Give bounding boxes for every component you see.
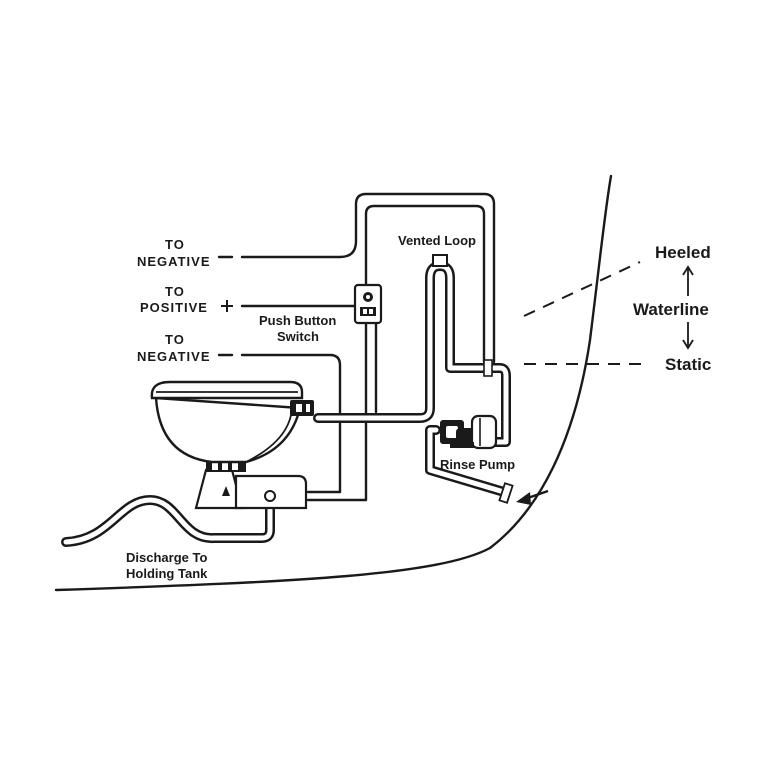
discharge-hose-inner (63, 497, 273, 545)
push-button-label-line1: Push Button (259, 313, 336, 328)
push-button-label-line2: Switch (277, 329, 319, 344)
arrow-up-icon (682, 265, 694, 296)
waterline-label: Waterline (633, 300, 709, 319)
wire-negative-top-inner (364, 204, 486, 364)
plus-icon (221, 300, 233, 312)
to-negative-top-label-line2: NEGATIVE (137, 254, 211, 269)
wire-negative-bottom (240, 353, 342, 494)
to-negative-bottom-label-line2: NEGATIVE (137, 349, 211, 364)
discharge-label-line1: Discharge To (126, 550, 207, 565)
marine-toilet-icon (150, 380, 314, 510)
to-positive-label-line2: POSITIVE (140, 300, 208, 315)
wire-switch-to-toilet (306, 320, 368, 502)
to-positive-label-line1: TO (165, 284, 185, 299)
rinse-pump-label: Rinse Pump (440, 457, 515, 472)
discharge-label-line2: Holding Tank (126, 566, 208, 581)
arrow-down-icon (682, 322, 694, 350)
thru-hull-fitting (498, 482, 514, 504)
heeled-label: Heeled (655, 243, 711, 262)
intake-pipe-inner (427, 427, 507, 495)
to-negative-bottom-label-line1: TO (165, 332, 185, 347)
to-negative-top-label-line1: TO (165, 237, 185, 252)
vented-loop-label: Vented Loop (398, 233, 476, 248)
arrow-icon (516, 489, 549, 505)
push-button-switch-icon (353, 283, 383, 325)
static-label: Static (665, 355, 711, 374)
rinse-pump-icon (440, 414, 498, 450)
pipe-clamp (483, 359, 493, 377)
hull-outline (54, 174, 613, 592)
wire-negative-top (240, 192, 496, 364)
vented-loop-valve (432, 254, 448, 267)
heeled-waterline (523, 261, 641, 317)
